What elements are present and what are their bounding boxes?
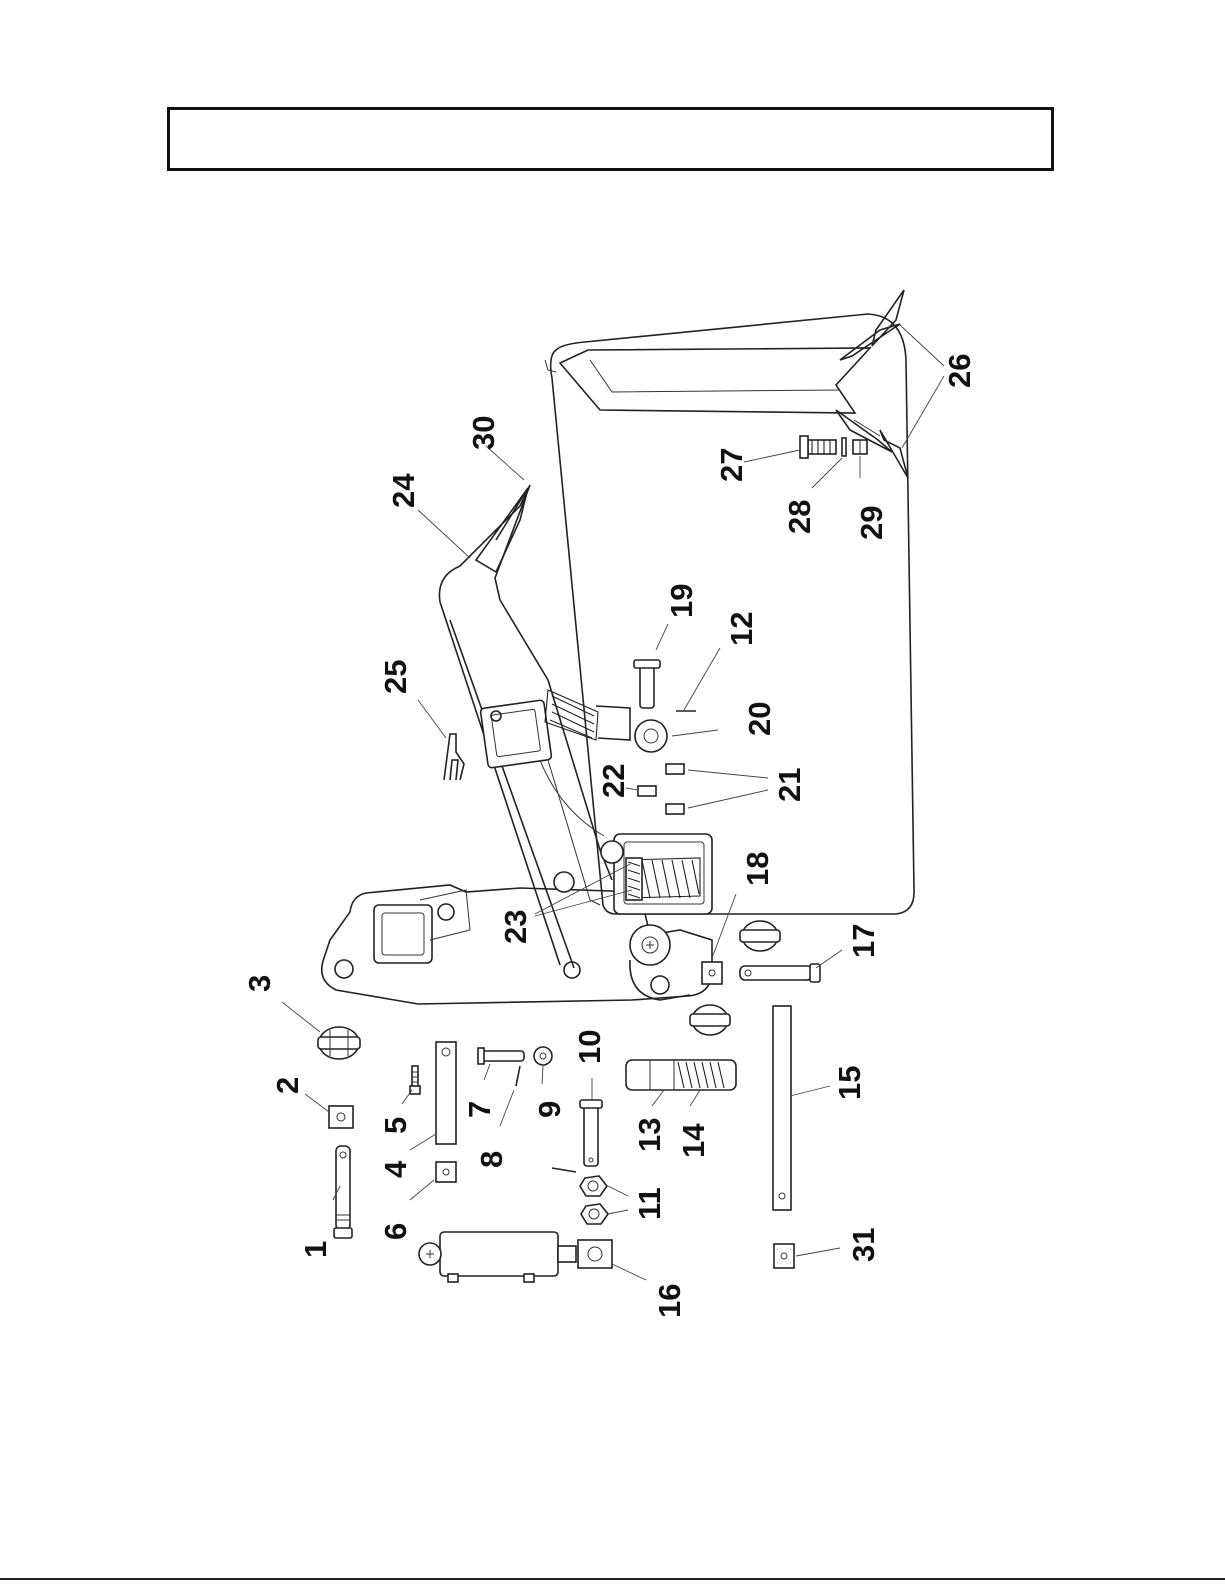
callout-27: 27 xyxy=(714,448,749,482)
callout-31: 31 xyxy=(846,1228,881,1262)
part-21-spacer-b xyxy=(666,804,684,814)
part-16-cylinder xyxy=(419,1232,612,1282)
callout-21: 21 xyxy=(772,768,807,802)
callout-13: 13 xyxy=(632,1118,667,1152)
part-11-nuts xyxy=(580,1176,608,1224)
part-22-spacer xyxy=(638,786,656,796)
callout-6: 6 xyxy=(378,1223,413,1240)
callout-8: 8 xyxy=(474,1151,509,1168)
callout-30: 30 xyxy=(466,416,501,450)
part-20-washer xyxy=(635,720,667,752)
callout-29: 29 xyxy=(854,506,889,540)
callout-28: 28 xyxy=(782,500,817,534)
callout-3: 3 xyxy=(242,975,277,992)
callout-12: 12 xyxy=(724,612,759,646)
callout-15: 15 xyxy=(832,1066,867,1100)
callout-19: 19 xyxy=(664,584,699,618)
part-9-washer xyxy=(534,1047,552,1065)
part-28-washer xyxy=(842,438,846,456)
part-15-long-bar xyxy=(773,1006,791,1210)
callout-4: 4 xyxy=(378,1160,413,1178)
callout-2: 2 xyxy=(270,1077,305,1094)
callout-9: 9 xyxy=(532,1101,567,1118)
part-5-bolt xyxy=(410,1066,420,1094)
spring-housing xyxy=(601,834,712,914)
callout-17: 17 xyxy=(846,924,881,958)
callout-26: 26 xyxy=(942,354,977,388)
callout-24: 24 xyxy=(386,473,421,508)
part-13-14-spring xyxy=(626,1060,736,1090)
callout-23: 23 xyxy=(498,910,533,944)
callout-11: 11 xyxy=(632,1187,667,1220)
part-27-bolt xyxy=(800,436,836,458)
part-3-lynch-pin xyxy=(318,1027,360,1059)
part-18-washer xyxy=(702,962,722,984)
bottom-rule xyxy=(0,1578,1225,1580)
part-25-clip xyxy=(444,734,464,780)
callout-14: 14 xyxy=(676,1123,711,1158)
part-7-clevis-pin xyxy=(478,1048,524,1064)
callout-5: 5 xyxy=(378,1117,413,1134)
callout-20: 20 xyxy=(742,702,777,736)
callout-7: 7 xyxy=(462,1101,497,1118)
part-4-bar xyxy=(436,1042,456,1144)
callout-22: 22 xyxy=(596,764,631,798)
part-17-pin xyxy=(740,964,820,982)
part-21-spacer-a xyxy=(666,764,684,774)
callout-16: 16 xyxy=(652,1284,687,1318)
part-8-cotter-pin xyxy=(516,1066,520,1086)
callout-25: 25 xyxy=(378,660,413,694)
callout-18: 18 xyxy=(740,852,775,886)
main-frame xyxy=(545,290,914,914)
part-6-block xyxy=(436,1162,456,1182)
part-31-block xyxy=(774,1244,794,1268)
part-2-washer xyxy=(329,1106,353,1128)
part-29-nut xyxy=(853,440,867,454)
part-19-clevis-pin xyxy=(634,660,660,708)
callout-numbers: 1 2 3 4 5 6 7 8 9 10 11 12 13 14 15 16 1… xyxy=(242,354,977,1318)
callout-10: 10 xyxy=(572,1030,607,1064)
leader-lines xyxy=(282,325,944,1280)
callout-1: 1 xyxy=(298,1241,333,1258)
